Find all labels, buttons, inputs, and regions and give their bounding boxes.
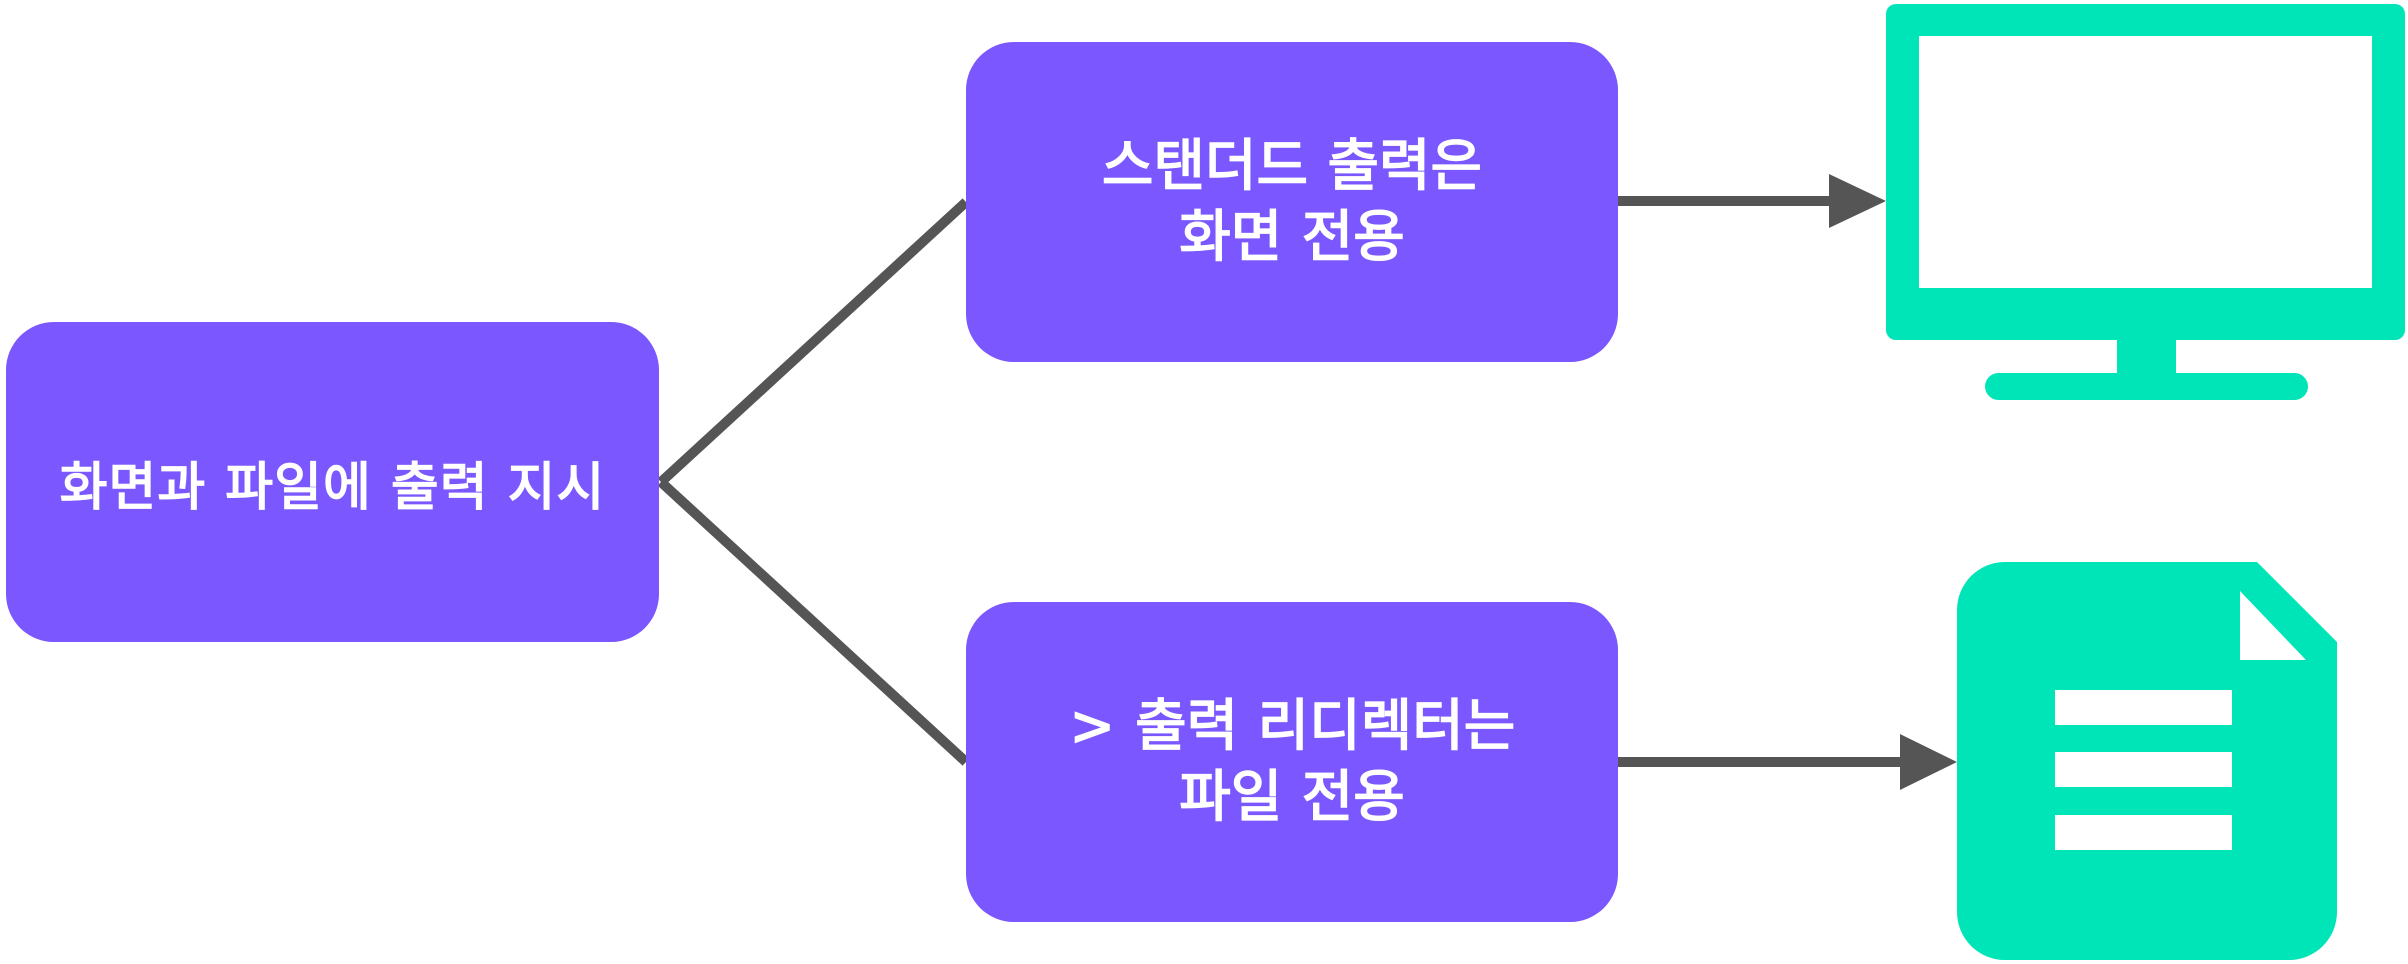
document-line-3 [2055,815,2232,850]
arrowhead-to-document [1900,734,1957,790]
monitor-stand [1985,373,2308,400]
monitor-screen [1919,36,2372,288]
top-branch-box: 스탠더드 출력은 화면 전용 [966,42,1618,362]
document-corner-fold [2240,591,2306,660]
monitor-neck [2117,338,2176,378]
document-icon [1957,562,2337,960]
bottom-branch-label: > 출력 리디렉터는 파일 전용 [1068,693,1516,830]
connector-to-top-branch [657,198,970,486]
top-branch-label: 스탠더드 출력은 화면 전용 [1101,133,1483,270]
source-box-label: 화면과 파일에 출력 지시 [59,457,606,518]
arrowhead-to-monitor [1829,174,1886,228]
document-line-1 [2055,690,2232,725]
monitor-icon [1886,4,2405,400]
connector-to-bottom-branch [657,478,970,766]
bottom-branch-box: > 출력 리디렉터는 파일 전용 [966,602,1618,922]
document-line-2 [2055,752,2232,787]
source-box: 화면과 파일에 출력 지시 [6,322,659,642]
